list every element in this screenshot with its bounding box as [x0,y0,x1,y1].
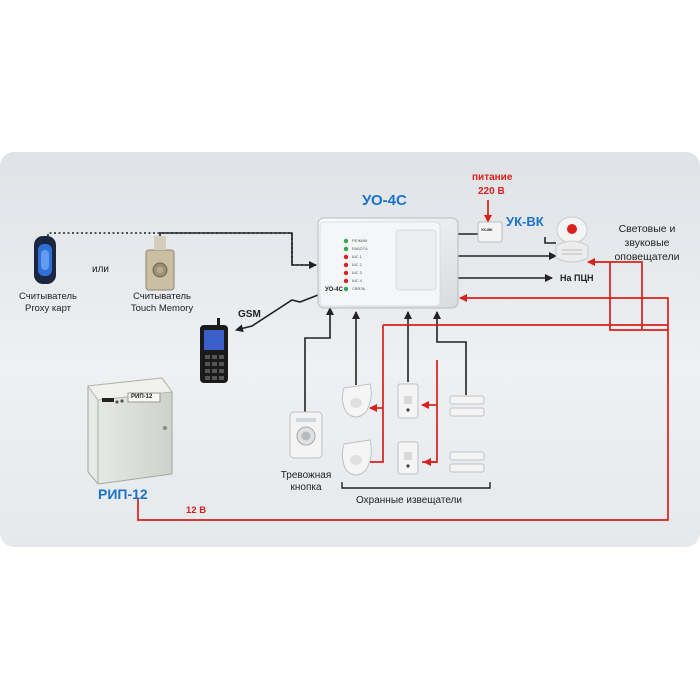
magnetic-contact-icon [449,395,485,417]
power-label: питание [472,172,513,183]
motion-detector-icon [341,383,372,418]
psu-panel-label: РИП-12 [131,394,153,400]
mobile-phone-icon [200,318,228,383]
led-label: ШС 1 [352,254,362,259]
controller-leds [343,238,349,292]
psu-title: РИП-12 [98,486,148,502]
uk-vk-box-label: УК-ВК [481,227,493,232]
led-label: ШС 4 [352,278,362,283]
power-voltage: 220 В [478,186,505,197]
controller-title: УО-4С [362,192,407,209]
pcn-label: На ПЦН [560,273,594,283]
touch-reader-label: Считыватель Touch Memory [130,291,194,314]
psu-branch-sirens [587,258,643,330]
siren-icon [555,216,589,263]
reader-wire [47,232,316,266]
detector-wire-3 [433,311,467,395]
door-contact-icon [397,441,419,475]
red-wires [137,200,669,521]
controller-uo4c [317,217,459,309]
alarm-button-label: Тревожная кнопка [280,470,332,493]
led-label: РЕЖИМ [352,238,368,243]
led-label: РАБОТА [352,246,368,251]
proxy-reader-icon [34,236,56,284]
psu-branch-pcn [609,262,668,331]
gsm-label: GSM [238,309,261,320]
motion-detector-icon [341,439,372,476]
detectors [341,383,485,476]
proxy-reader-label: Считыватель Proxy карт [19,291,77,314]
magnetic-contact-icon [449,451,485,473]
led-label: СВЯЗЬ [352,286,366,291]
door-contact-icon [397,383,419,419]
dark-wires [47,232,557,412]
gsm-link [235,294,319,333]
led-label: ШС 3 [352,270,362,275]
detector-feed-right [422,360,438,463]
psu-rip12-icon [87,377,173,485]
controller-panel-label: УО-4С [325,287,343,293]
led-label: ШС 2 [352,262,362,267]
detectors-bracket [341,482,491,489]
detectors-label: Охранные извещатели [356,495,462,506]
touch-memory-reader-icon [145,236,175,291]
siren-wire-2 [544,237,556,244]
uk-vk-title: УК-ВК [506,214,544,229]
alarm-button-wire [304,307,334,412]
reader-wire-solid [159,232,317,269]
or-label: или [92,264,110,275]
psu-12v-wire [137,294,669,521]
alarm-button-icon [289,411,323,459]
detector-feed-left [370,325,384,463]
uk-vk-box [477,221,503,243]
psu-voltage-label: 12 В [186,505,207,516]
sirens-label: Световые и звуковые оповещатели [614,223,680,263]
